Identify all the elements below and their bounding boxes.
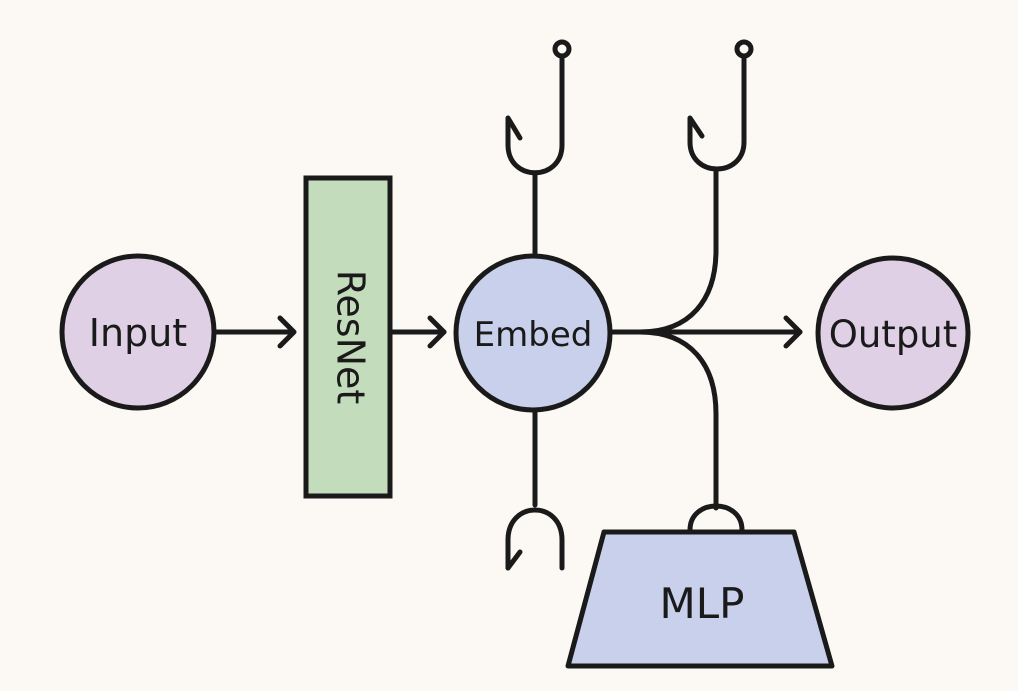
node-output: Output	[815, 255, 971, 411]
mlp-hook-arc	[687, 503, 745, 533]
edge-input-resnet	[212, 315, 297, 349]
edge-embed-mlp	[637, 329, 719, 511]
hook-top-left-icon	[505, 39, 572, 176]
node-embed-label: Embed	[474, 315, 593, 355]
node-resnet: ResNet	[303, 175, 393, 499]
node-input-label: Input	[89, 311, 187, 355]
node-resnet-label: ResNet	[329, 270, 373, 405]
node-mlp: MLP	[565, 529, 835, 669]
node-embed: Embed	[453, 253, 613, 413]
hook-top-right-icon	[687, 39, 754, 172]
hook-bottom-left-icon	[505, 507, 565, 571]
node-input: Input	[59, 253, 217, 411]
edge-resnet-embed	[389, 315, 447, 349]
edge-embed-output	[605, 315, 803, 349]
branch-to-top-right-hook	[637, 169, 719, 335]
node-mlp-label: MLP	[660, 579, 745, 628]
node-output-label: Output	[829, 313, 958, 356]
